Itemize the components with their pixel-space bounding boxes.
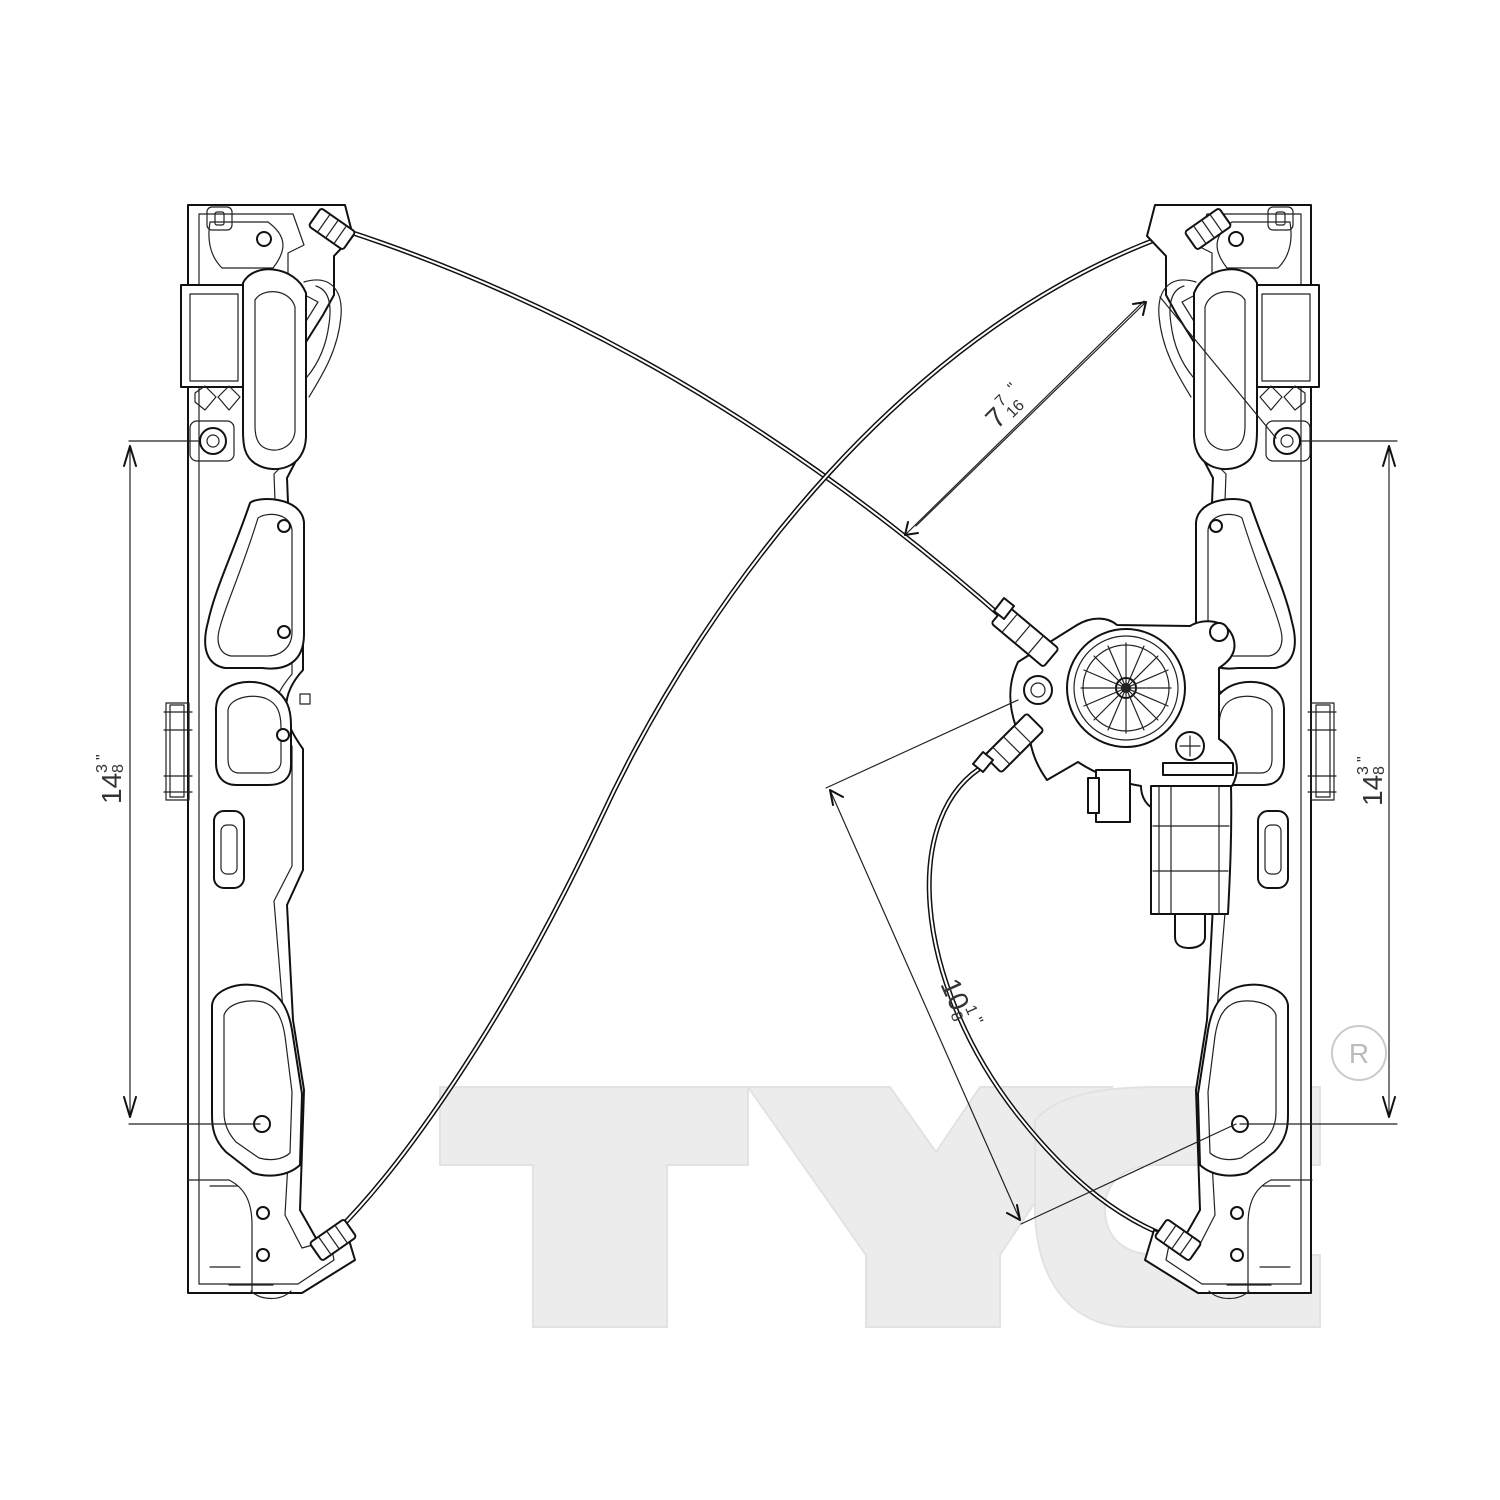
motor-assembly [972,597,1238,949]
svg-text:8: 8 [1371,766,1388,775]
registered-mark: R [1331,1025,1387,1081]
left-height-label: 14 3 8 " [94,754,127,804]
svg-text:8: 8 [110,764,127,773]
cable-clips [308,208,1232,1261]
svg-text:3: 3 [94,764,111,773]
svg-text:14: 14 [96,773,127,804]
lower-cable-connector [984,713,1044,773]
svg-text:R: R [1349,1038,1369,1069]
upper-cable-span-label: 7 7 16 " [979,380,1028,434]
lower-cable-span-label: 10 1 8 " [935,974,986,1027]
svg-text:": " [94,754,111,760]
right-height-dimension: 14 3 8 " [1239,440,1398,1125]
left-regulator-rail [163,204,356,1300]
cable-system [334,225,1191,1240]
svg-text:": " [968,1015,986,1027]
left-height-dimension: 14 3 8 " [94,440,261,1125]
right-height-label: 14 3 8 " [1355,756,1388,806]
svg-text:": " [1355,756,1372,762]
svg-text:14: 14 [1357,775,1388,806]
gear-spokes [1080,642,1172,734]
svg-text:": " [1005,380,1021,396]
svg-text:3: 3 [1355,766,1372,775]
